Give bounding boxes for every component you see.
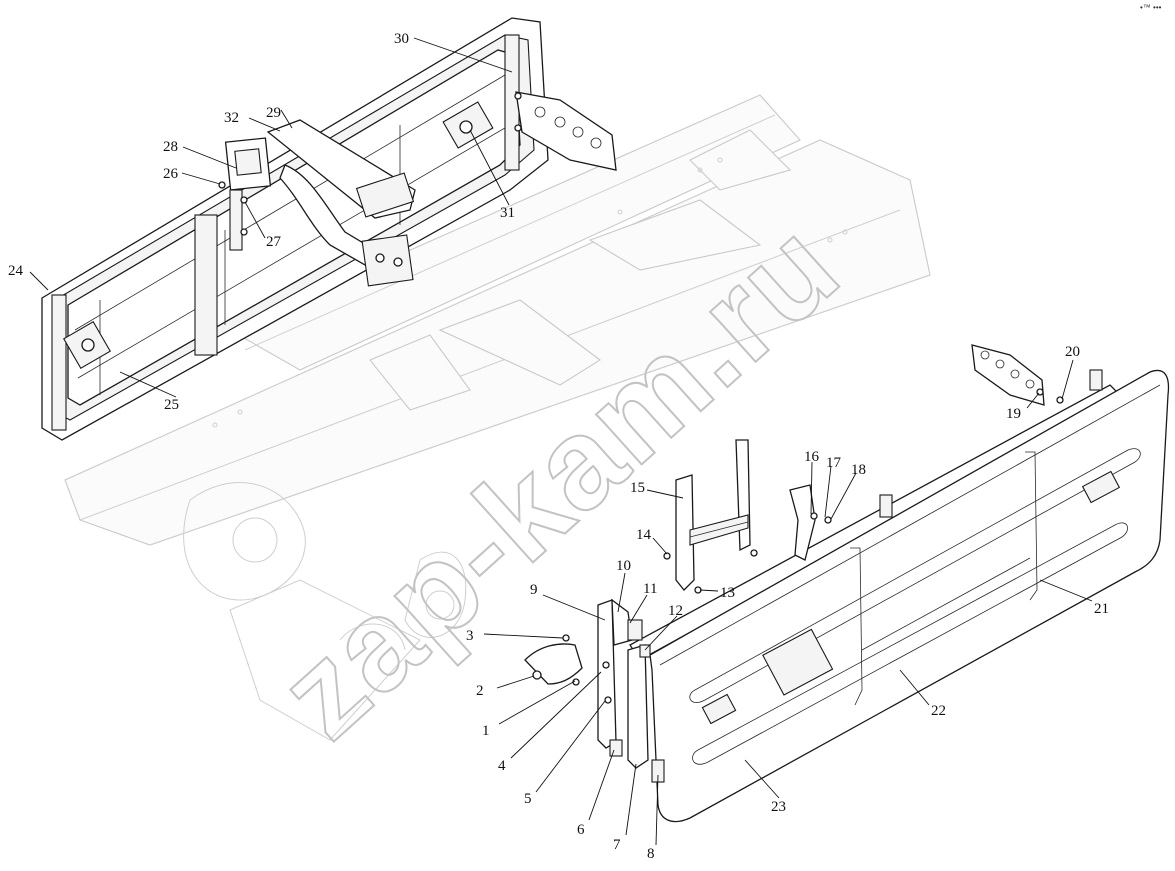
callout-30: 30	[394, 31, 409, 47]
corner-mark: •™ •••	[1140, 3, 1162, 12]
callout-11: 11	[643, 581, 657, 597]
callout-15: 15	[630, 480, 645, 496]
callout-4: 4	[498, 758, 506, 774]
callout-10: 10	[616, 558, 631, 574]
callout-13: 13	[720, 585, 735, 601]
callout-5: 5	[524, 791, 532, 807]
callout-22: 22	[931, 703, 946, 719]
callout-31: 31	[500, 205, 515, 221]
callout-8: 8	[647, 846, 655, 862]
callout-9: 9	[530, 582, 538, 598]
callout-3: 3	[466, 628, 474, 644]
leader-lines	[29, 37, 1093, 846]
callout-labels: 1 2 3 4 5 6 7 8 9 10 11 12 13 14 15 16 1…	[8, 31, 1109, 862]
callout-6: 6	[577, 822, 585, 838]
callout-25: 25	[164, 397, 179, 413]
callout-29: 29	[266, 105, 281, 121]
vehicle-frame-background	[64, 94, 931, 741]
callout-23: 23	[771, 799, 786, 815]
callout-1: 1	[482, 723, 490, 739]
callout-32: 32	[224, 110, 239, 126]
upper-panel-assembly	[41, 17, 617, 441]
callout-14: 14	[636, 527, 652, 543]
callout-12: 12	[668, 603, 683, 619]
callout-24: 24	[8, 263, 24, 279]
callout-19: 19	[1006, 406, 1021, 422]
callout-16: 16	[804, 449, 820, 465]
callout-20: 20	[1065, 344, 1080, 360]
callout-18: 18	[851, 462, 866, 478]
callout-28: 28	[163, 139, 178, 155]
lower-panel-assembly	[524, 344, 1170, 823]
callout-26: 26	[163, 166, 179, 182]
callout-21: 21	[1094, 601, 1109, 617]
callout-7: 7	[613, 837, 621, 853]
callout-17: 17	[826, 455, 842, 471]
callout-2: 2	[476, 683, 484, 699]
callout-27: 27	[266, 234, 282, 250]
